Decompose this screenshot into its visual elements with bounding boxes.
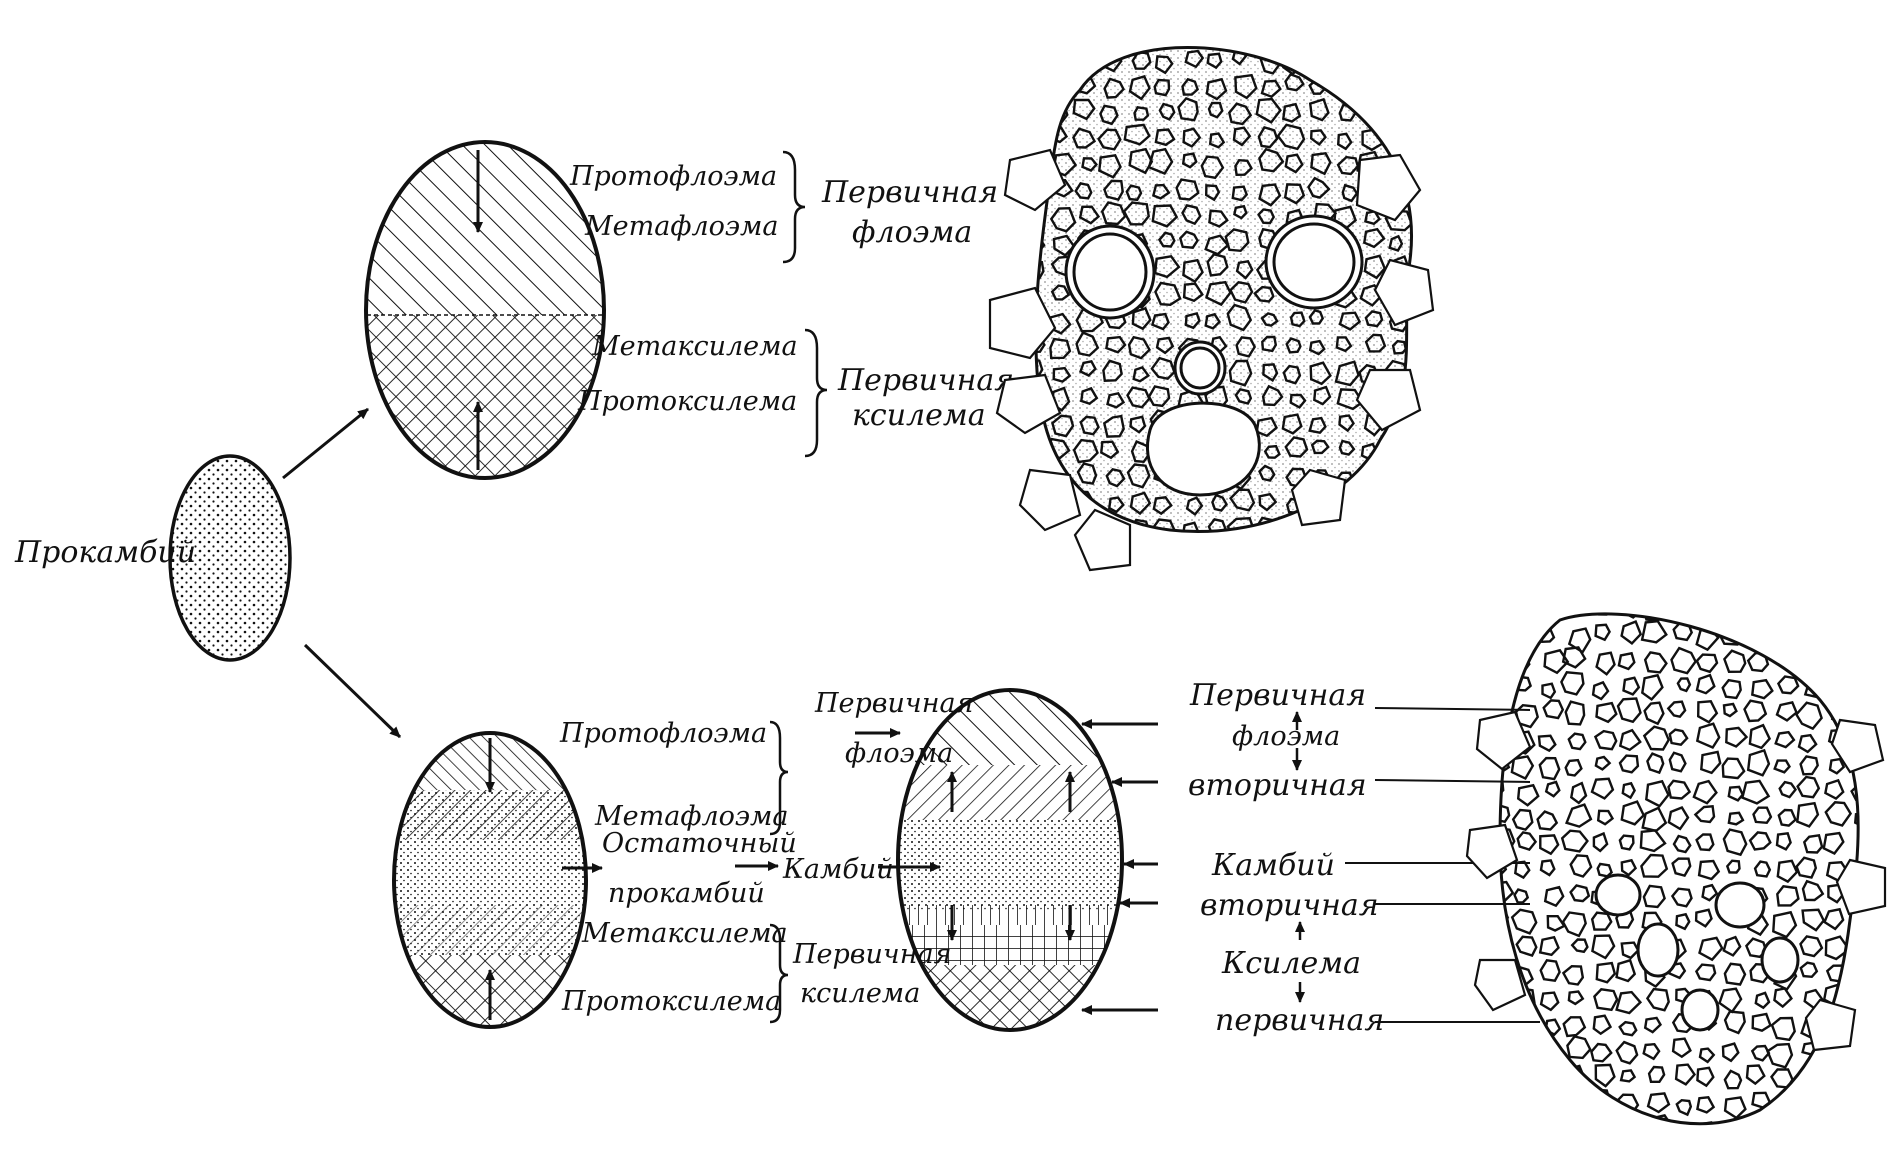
protophloem-label: Протофлоэма (569, 161, 777, 192)
protoxylem-label-bottom: Протоксилема (561, 986, 781, 1017)
protophloem-label-bottom: Протофлоэма (559, 718, 767, 749)
metaxylem-label-bottom: Метаксилема (581, 918, 788, 949)
arrow-to-secondary (305, 645, 400, 737)
primary-phloem-label-1: Первичная (821, 175, 998, 210)
metaxylem-label: Метаксилема (591, 331, 798, 362)
primary-xylem-mid-label-2: ксилема (800, 978, 920, 1009)
procambium-label: Прокамбий (14, 535, 196, 570)
right-secondary-label-1: вторичная (1188, 768, 1367, 803)
right-cambium-label: Камбий (1211, 848, 1335, 883)
secondary-bundle-cross-section (1467, 595, 1885, 1147)
metaphloem-label: Метафлоэма (584, 211, 779, 242)
protoxylem-label: Протоксилема (577, 386, 797, 417)
right-primary-label-2: первичная (1215, 1003, 1384, 1038)
right-phloem-label: флоэма (1232, 721, 1340, 752)
primary-xylem-label-1: Первичная (837, 363, 1014, 398)
residual-procambium-label-1: Остаточный (602, 828, 797, 859)
right-primary-label: Первичная (1189, 678, 1366, 713)
cambium-mid-label: Камбий (782, 854, 894, 885)
primary-bundle-cross-section (990, 18, 1440, 570)
primary-xylem-label-2: ксилема (852, 398, 986, 433)
right-secondary-label-2: вторичная (1200, 888, 1379, 923)
primary-phloem-label-2: флоэма (852, 215, 972, 250)
arrow-to-primary (283, 409, 368, 478)
xylem-brace (805, 330, 827, 456)
right-xylem-label: Ксилема (1221, 946, 1361, 981)
residual-procambium-label-2: прокамбий (608, 878, 765, 909)
phloem-brace (783, 152, 805, 262)
